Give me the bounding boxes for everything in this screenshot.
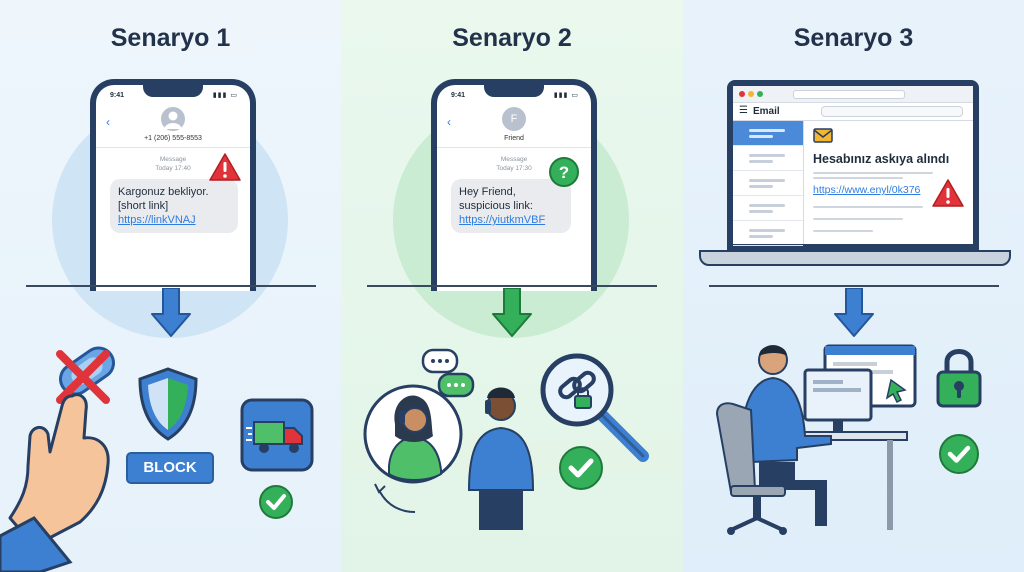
text-line (813, 172, 933, 174)
signal-battery-icon: ▮▮▮ ▭ (212, 92, 238, 99)
minimize-dot-icon[interactable] (748, 91, 754, 97)
header-divider (96, 147, 250, 148)
contact-number: +1 (206) 555-8553 (144, 135, 202, 142)
scenario-3-panel: Senaryo 3 ☰ Email Hesabınız askıya alınd… (683, 0, 1024, 572)
down-arrow-icon (492, 288, 532, 337)
shield-icon (138, 367, 198, 441)
browser-bar (733, 86, 973, 103)
inbox-item[interactable] (733, 221, 803, 246)
back-chevron-icon[interactable]: ‹ (447, 115, 451, 129)
message-label: Message (159, 156, 187, 163)
inbox-item[interactable] (733, 146, 803, 171)
contact-name: Friend (504, 135, 524, 142)
search-input[interactable] (821, 106, 963, 117)
laptop-base (699, 250, 1011, 266)
email-toolbar: ☰ Email (733, 102, 973, 121)
text-line (813, 206, 923, 208)
message-timestamp: Today 17:30 (496, 165, 532, 172)
address-bar[interactable] (793, 90, 905, 99)
envelope-icon (813, 128, 833, 143)
inbox-item[interactable] (733, 171, 803, 196)
message-meta: Message Today 17:40 (96, 155, 250, 173)
text-line (813, 177, 903, 179)
block-button[interactable]: BLOCK (126, 452, 214, 484)
down-arrow-icon (151, 288, 191, 337)
phone-notch (484, 85, 544, 97)
back-chevron-icon[interactable]: ‹ (106, 115, 110, 129)
message-label: Message (500, 156, 528, 163)
sms-line-2: suspicious link: (459, 200, 533, 212)
signal-battery-icon: ▮▮▮ ▭ (553, 92, 579, 99)
message-meta: Message Today 17:30 (437, 155, 591, 173)
sms-link[interactable]: https://yiutkmVBF (459, 214, 546, 226)
ground-line (26, 285, 316, 287)
status-time: 9:41 (110, 92, 125, 99)
inbox-item[interactable] (733, 196, 803, 221)
email-subject: Hesabınız askıya alındı (813, 152, 950, 166)
check-circle-icon (259, 485, 293, 519)
person-at-computer-icon (715, 344, 917, 535)
status-time: 9:41 (451, 92, 466, 99)
email-app-label: Email (753, 106, 780, 117)
menu-icon[interactable]: ☰ (739, 105, 748, 116)
header-divider (437, 147, 591, 148)
padlock-icon (936, 349, 982, 408)
text-line (813, 218, 903, 220)
sms-line-1: Hey Friend, (459, 186, 516, 198)
laptop-screen: ☰ Email Hesabınız askıya alındı https://… (727, 80, 979, 250)
scenario-3-title: Senaryo 3 (793, 24, 914, 52)
close-dot-icon[interactable] (739, 91, 745, 97)
down-arrow-icon (834, 288, 874, 337)
ground-line (709, 285, 999, 287)
scenario-2-title: Senaryo 2 (452, 24, 572, 52)
inbox-item[interactable] (733, 121, 803, 146)
sms-link[interactable]: https://linkVNAJ (118, 214, 196, 226)
svg-text:?: ? (559, 163, 569, 182)
sms-bubble: Hey Friend, suspicious link: https://yiu… (451, 179, 571, 233)
phone-notch (143, 85, 203, 97)
scenario-1-panel: Senaryo 1 9:41 ▮▮▮ ▭ ‹ +1 (206) 555-8553… (0, 0, 341, 572)
message-timestamp: Today 17:40 (155, 165, 191, 172)
phone-call-people-icon (363, 348, 535, 530)
scenario-1-title: Senaryo 1 (110, 24, 231, 52)
ground-line (367, 285, 657, 287)
scenario-2-panel: Senaryo 2 9:41 ▮▮▮ ▭ ‹ F Friend Message … (341, 0, 683, 572)
hand-tap-block-icon (0, 346, 115, 572)
maximize-dot-icon[interactable] (757, 91, 763, 97)
contact-avatar: F (502, 107, 526, 131)
check-circle-icon (939, 434, 979, 474)
delivery-truck-icon (240, 398, 314, 472)
inbox-list (733, 121, 804, 246)
sms-bubble: Kargonuz bekliyor. [short link] https://… (110, 179, 238, 233)
check-circle-icon (559, 446, 603, 490)
link-inspection-magnifier-icon (540, 353, 649, 462)
question-circle-icon: ? (549, 157, 579, 187)
text-line (813, 230, 873, 232)
sms-line-2: [short link] (118, 200, 169, 212)
phishing-link[interactable]: https://www.enyl/0k376 (813, 184, 921, 196)
warning-triangle-icon (932, 179, 964, 207)
contact-avatar-icon (161, 107, 185, 131)
warning-triangle-icon (209, 153, 241, 181)
sms-line-1: Kargonuz bekliyor. (118, 186, 209, 198)
scenario-1-phone: 9:41 ▮▮▮ ▭ ‹ +1 (206) 555-8553 Message T… (90, 79, 256, 291)
